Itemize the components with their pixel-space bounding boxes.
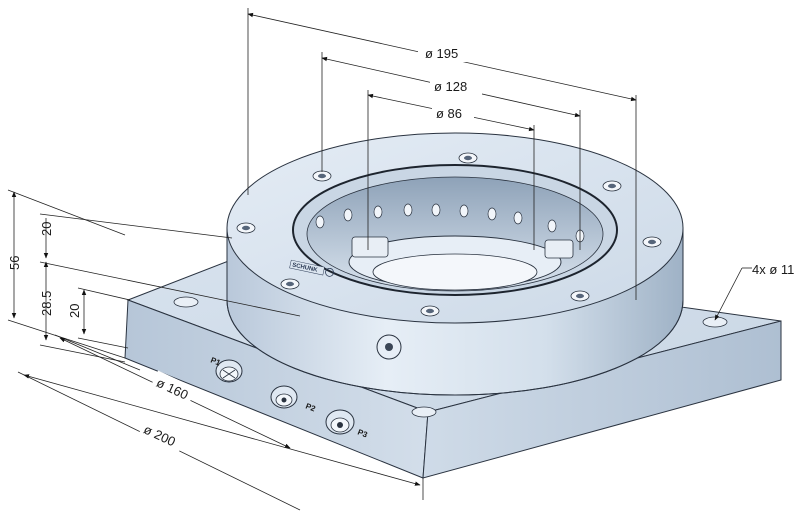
mount-hole-front xyxy=(411,406,437,418)
radial-holes xyxy=(315,203,585,243)
dim-label-195: ø 195 xyxy=(425,46,458,61)
svg-text:SCHUNK: SCHUNK xyxy=(292,263,319,274)
dim-label-86: ø 86 xyxy=(436,106,462,121)
dim-line-200 xyxy=(23,374,421,486)
cylinder-body: SCHUNK xyxy=(226,132,684,396)
clamp-left xyxy=(351,236,389,258)
clamp-right xyxy=(544,239,574,259)
flange-bolt-cores xyxy=(242,155,656,314)
brand-logo: SCHUNK xyxy=(289,259,334,277)
dim-label-20: 20 xyxy=(67,304,82,318)
dim-label-28-5: 28.5 xyxy=(39,291,54,316)
mount-hole-right xyxy=(702,316,728,328)
dim-label-20-top: 20 xyxy=(39,222,54,236)
dim-label-holes: 4x ø 11 xyxy=(752,262,794,277)
mount-hole-left xyxy=(173,296,199,308)
dim-label-56: 56 xyxy=(7,256,22,270)
dim-label-128: ø 128 xyxy=(434,79,467,94)
